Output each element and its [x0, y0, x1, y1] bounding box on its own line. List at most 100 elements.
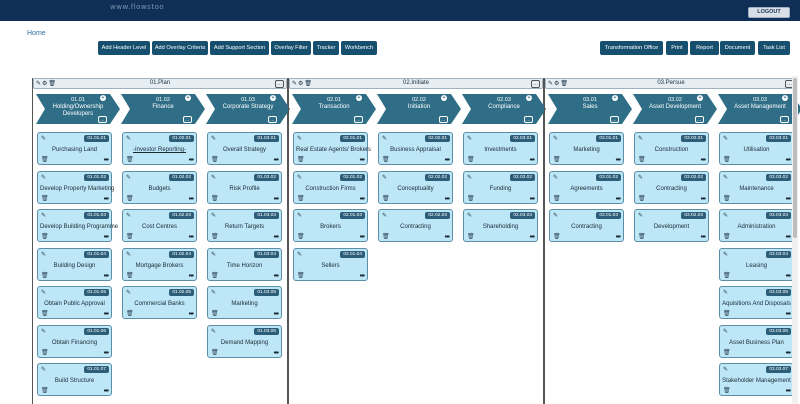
trash-icon[interactable]: 🗑 — [41, 272, 49, 279]
trash-icon[interactable]: 🗑 — [723, 157, 731, 163]
ellipsis-icon[interactable]: ••• — [700, 195, 706, 203]
edit-icon[interactable]: ✎ — [41, 367, 47, 373]
ellipsis-icon[interactable]: ••• — [785, 234, 791, 241]
edit-icon[interactable]: ✎ — [467, 174, 473, 181]
ellipsis-icon[interactable]: … — [695, 116, 704, 123]
ellipsis-icon[interactable]: ••• — [529, 195, 535, 203]
ellipsis-icon[interactable]: ••• — [529, 157, 535, 164]
trash-icon[interactable]: 🗑 — [638, 195, 646, 202]
edit-icon[interactable]: ✎ — [553, 174, 559, 181]
ellipsis-icon[interactable]: ••• — [103, 349, 109, 357]
ellipsis-icon[interactable]: ••• — [785, 311, 791, 318]
edit-icon[interactable]: ✎ — [723, 328, 729, 335]
edit-icon[interactable]: ✎ — [41, 290, 47, 296]
ellipsis-icon[interactable]: ••• — [103, 157, 109, 164]
edit-icon[interactable]: ✎ — [297, 174, 303, 181]
trash-icon[interactable]: 🗑 — [723, 234, 731, 240]
trash-icon[interactable]: 🗑 — [126, 157, 134, 163]
edit-icon[interactable]: ✎ — [211, 136, 217, 142]
ellipsis-icon[interactable]: ••• — [188, 195, 194, 203]
ellipsis-icon[interactable]: ••• — [273, 195, 279, 203]
trash-icon[interactable]: 🗑 — [41, 311, 49, 317]
vertical-scrollbar[interactable] — [792, 76, 798, 404]
plus-circle-icon[interactable]: + — [782, 95, 788, 101]
trash-icon[interactable]: 🗑 — [382, 234, 390, 240]
ellipsis-icon[interactable]: ••• — [444, 157, 450, 164]
toolbar-button-overlay-filter[interactable]: Overlay Filter — [271, 41, 311, 55]
toolbar-button-report[interactable]: Report — [690, 41, 719, 55]
edit-icon[interactable]: ✎ — [297, 136, 303, 142]
edit-icon[interactable]: ✎ — [553, 136, 559, 142]
ellipsis-icon[interactable]: ••• — [273, 311, 279, 318]
ellipsis-icon[interactable]: ••• — [188, 272, 194, 280]
section-controls[interactable]: ✎⚙🗑 — [292, 81, 314, 87]
edit-icon[interactable]: ✎ — [41, 136, 47, 142]
edit-icon[interactable]: ✎ — [723, 213, 729, 219]
trash-icon[interactable]: 🗑 — [41, 388, 49, 394]
ellipsis-icon[interactable]: ••• — [785, 272, 791, 280]
edit-icon[interactable]: ✎ — [723, 136, 729, 142]
ellipsis-icon[interactable]: … — [275, 80, 284, 88]
trash-icon[interactable]: 🗑 — [211, 234, 219, 240]
edit-icon[interactable]: ✎ — [382, 174, 388, 181]
plus-circle-icon[interactable]: + — [526, 95, 532, 101]
trash-icon[interactable]: 🗑 — [723, 272, 731, 279]
edit-icon[interactable]: ✎ — [41, 174, 47, 181]
toolbar-button-workbench[interactable]: Workbench — [341, 41, 377, 55]
trash-icon[interactable]: 🗑 — [41, 349, 49, 356]
edit-icon[interactable]: ✎ — [467, 213, 473, 219]
trash-icon[interactable]: 🗑 — [467, 195, 475, 202]
trash-icon[interactable]: 🗑 — [211, 157, 219, 163]
edit-icon[interactable]: ✎ — [638, 174, 644, 181]
trash-icon[interactable]: 🗑 — [297, 234, 305, 240]
trash-icon[interactable]: 🗑 — [723, 349, 731, 356]
edit-icon[interactable]: ✎ — [126, 290, 132, 296]
edit-icon[interactable]: ✎ — [126, 136, 132, 142]
plus-circle-icon[interactable]: + — [697, 95, 703, 101]
edit-icon[interactable]: ✎ — [41, 328, 47, 335]
edit-icon[interactable]: ✎ — [467, 136, 473, 142]
trash-icon[interactable]: 🗑 — [553, 195, 561, 202]
ellipsis-icon[interactable]: ••• — [273, 272, 279, 280]
plus-circle-icon[interactable]: + — [185, 95, 191, 101]
ellipsis-icon[interactable]: ••• — [444, 195, 450, 203]
toolbar-button-print[interactable]: Print — [666, 41, 688, 55]
trash-icon[interactable]: 🗑 — [211, 349, 219, 356]
ellipsis-icon[interactable]: ••• — [615, 234, 621, 241]
trash-icon[interactable]: 🗑 — [723, 388, 731, 394]
toolbar-button-add-support-section[interactable]: Add Support Section — [210, 41, 269, 55]
toolbar-button-add-overlay-criteria[interactable]: Add Overlay Criteria — [152, 41, 208, 55]
ellipsis-icon[interactable]: ••• — [785, 388, 791, 395]
edit-icon[interactable]: ✎ — [723, 290, 729, 296]
edit-icon[interactable]: ✎ — [297, 251, 303, 258]
breadcrumb-home[interactable]: Home — [27, 30, 46, 37]
ellipsis-icon[interactable]: … — [439, 116, 448, 123]
edit-icon[interactable]: ✎ — [553, 213, 559, 219]
ellipsis-icon[interactable]: ••• — [785, 195, 791, 203]
task-card[interactable]: ✎01.02.01-Investor Reporting-🗑••• — [122, 132, 197, 165]
